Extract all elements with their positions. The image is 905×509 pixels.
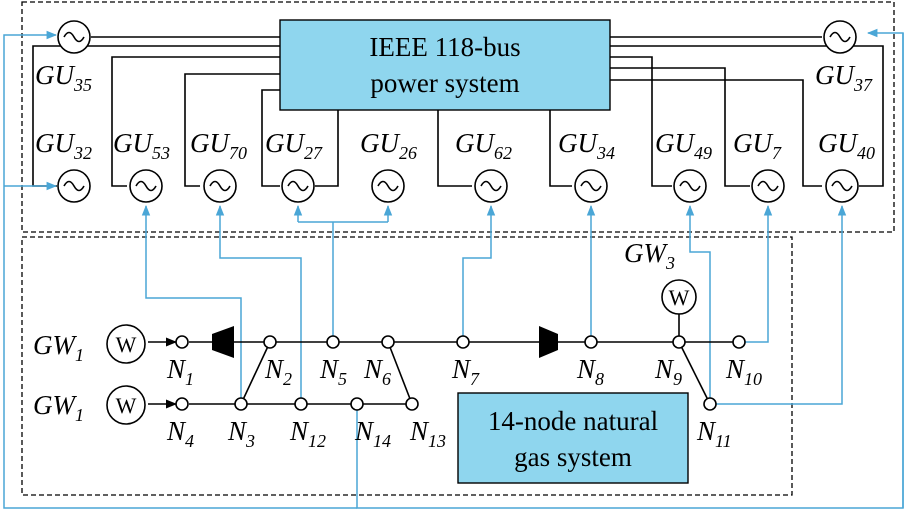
- node-marker-n12: [294, 397, 308, 411]
- well-symbol-gw1a: W: [116, 332, 137, 357]
- compressor-2: [539, 326, 558, 358]
- node-marker-n3: [234, 397, 248, 411]
- generator-icon-gu32: [57, 169, 91, 203]
- well-symbol-gw3: W: [669, 285, 690, 310]
- label-n2: N2: [264, 354, 292, 389]
- generator-icon-gu27: [281, 169, 315, 203]
- label-gu40: GU40: [818, 128, 875, 163]
- label-gu70: GU70: [190, 128, 247, 163]
- node-marker-n14: [350, 397, 364, 411]
- generator-icon-gu49: [673, 169, 707, 203]
- generator-icon-gu35: [57, 20, 91, 54]
- generator-icon-gu40: [825, 169, 859, 203]
- power-system-box: [279, 19, 611, 111]
- node-marker-n13: [405, 397, 419, 411]
- power-box-line2: power system: [370, 68, 519, 98]
- generator-icon-gu70: [203, 169, 237, 203]
- label-n14: N14: [354, 416, 391, 451]
- label-gu7: GU7: [733, 128, 782, 163]
- label-gw3: GW3: [624, 238, 675, 273]
- node-marker-n8: [584, 335, 598, 349]
- label-gu53: GU53: [113, 128, 170, 163]
- label-n5: N5: [319, 354, 347, 389]
- label-n13: N13: [409, 416, 446, 451]
- gas-region-boundary: [21, 236, 793, 496]
- generator-icon-gu62: [474, 169, 508, 203]
- node-marker-n6: [381, 335, 395, 349]
- coupling-links: [3, 28, 904, 509]
- label-gu32: GU32: [35, 128, 92, 163]
- gas-pipes: [148, 314, 734, 409]
- node-marker-n11: [703, 397, 717, 411]
- node-marker-n4: [175, 397, 189, 411]
- label-n12: N12: [289, 416, 326, 451]
- compressor-1: [212, 326, 234, 358]
- gas-system-box: [457, 392, 689, 484]
- power-box-line1: IEEE 118-bus: [369, 32, 520, 62]
- label-gu37: GU37: [815, 60, 873, 95]
- node-marker-n5: [326, 335, 340, 349]
- node-marker-n2: [263, 335, 277, 349]
- label-gu26: GU26: [360, 128, 417, 163]
- generator-icon-gu34: [574, 169, 608, 203]
- label-gw1b: GW1: [33, 390, 84, 425]
- gas-box-line2: gas system: [514, 442, 632, 472]
- well-symbol-gw1b: W: [116, 393, 137, 418]
- node-marker-n10: [732, 335, 746, 349]
- label-gu34: GU34: [558, 128, 615, 163]
- label-n11: N11: [696, 416, 732, 451]
- generator-icon-gu26: [371, 169, 405, 203]
- label-gu62: GU62: [455, 128, 512, 163]
- power-region-boundary: [21, 1, 895, 233]
- node-marker-n9: [672, 335, 686, 349]
- label-n10: N10: [725, 354, 762, 389]
- label-n1: N1: [166, 354, 194, 389]
- label-gu49: GU49: [655, 128, 712, 163]
- label-gu35: GU35: [35, 60, 92, 95]
- label-n8: N8: [576, 354, 604, 389]
- generator-icon-gu7: [751, 169, 785, 203]
- label-n6: N6: [363, 354, 391, 389]
- generator-icon-gu37: [823, 20, 857, 54]
- label-n3: N3: [227, 416, 255, 451]
- label-n4: N4: [166, 416, 194, 451]
- label-gu27: GU27: [265, 128, 323, 163]
- node-marker-n1: [175, 335, 189, 349]
- gas-box-line1: 14-node natural: [488, 406, 658, 436]
- label-n9: N9: [654, 354, 682, 389]
- generator-icon-gu53: [129, 169, 163, 203]
- label-gw1a: GW1: [33, 330, 84, 365]
- label-n7: N7: [451, 354, 480, 389]
- gas-well-icon-gw1b: W: [106, 385, 146, 425]
- node-marker-n7: [456, 335, 470, 349]
- gas-node-markers: [175, 335, 746, 411]
- gas-well-icon-gw1a: W: [106, 324, 146, 364]
- gas-well-icon-gw3: W: [661, 279, 697, 315]
